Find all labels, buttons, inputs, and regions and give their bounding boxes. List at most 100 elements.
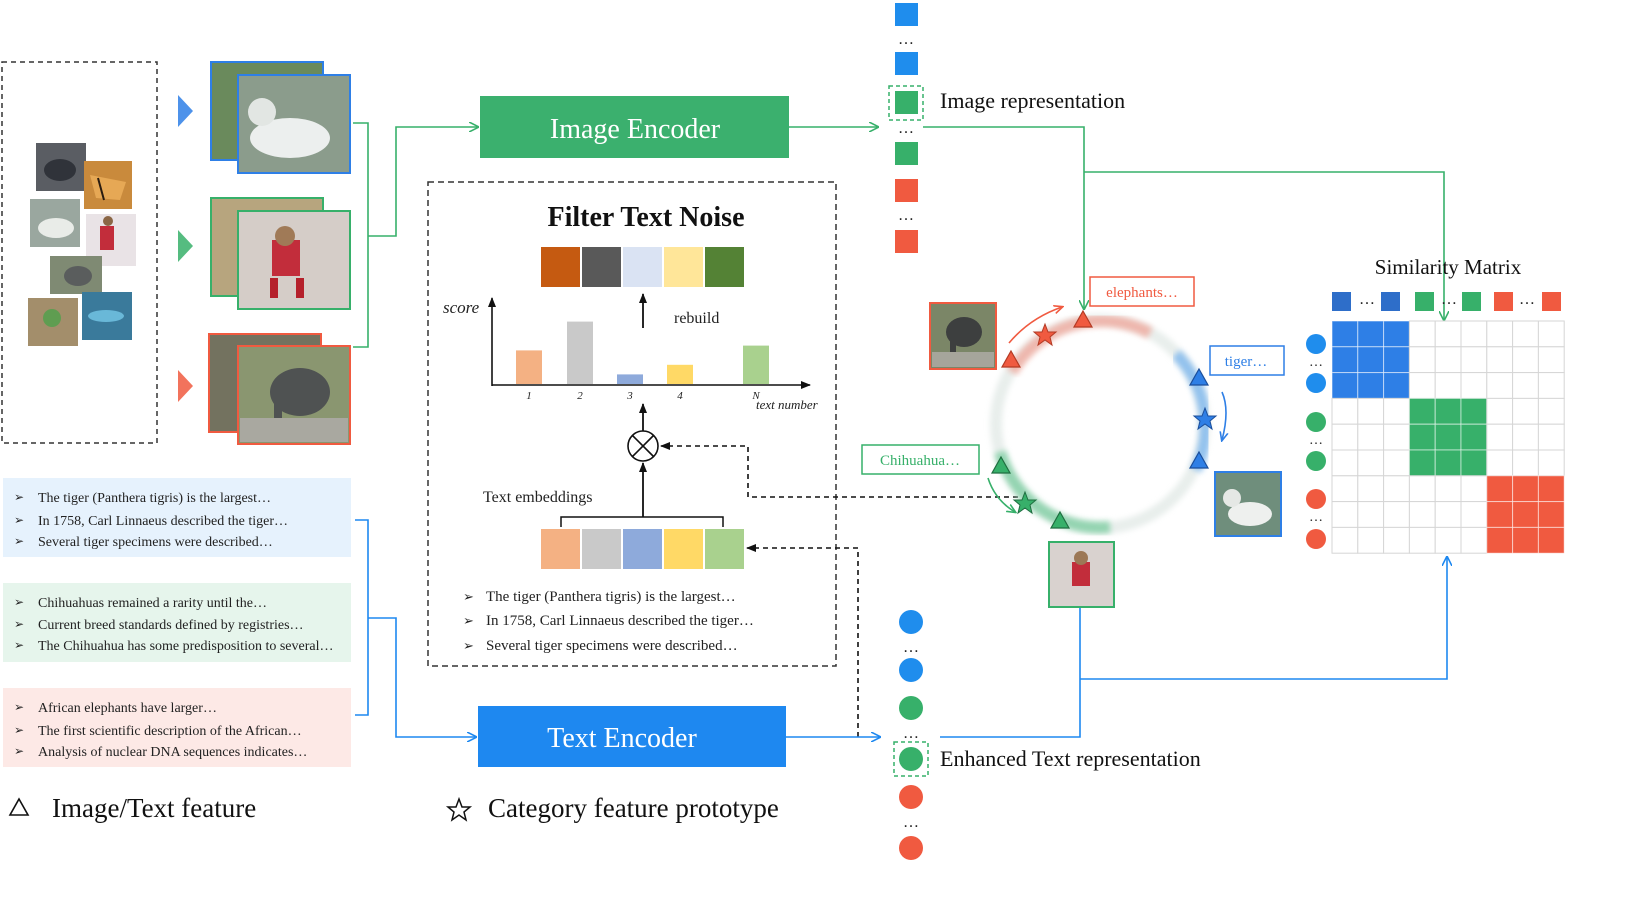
bullet-marker: ➢ (14, 513, 24, 527)
collage-photo-elephant (36, 143, 86, 191)
matrix-row-ellipsis: … (1309, 510, 1323, 525)
tiger-feature-triangle-icon (1188, 367, 1210, 386)
rebuild-strip (541, 247, 744, 287)
elephant-group-pointer-icon (178, 370, 193, 402)
text-group-line: Analysis of nuclear DNA sequences indica… (38, 745, 307, 760)
multiply-icon (627, 430, 659, 462)
matrix-cell (1408, 475, 1436, 503)
matrix-cell (1357, 320, 1385, 348)
score-tick-label: 2 (577, 390, 583, 402)
panel-bullet-1: The tiger (Panthera tigris) is the large… (486, 589, 736, 605)
similarity-matrix-grid (1331, 320, 1565, 554)
matrix-cell (1408, 501, 1436, 528)
rebuild-cell (623, 247, 662, 287)
text-group-elephant: ➢ African elephants have larger… ➢ The f… (3, 688, 351, 767)
matrix-cell (1357, 346, 1385, 374)
text-group-line: The Chihuahua has some predisposition to… (38, 639, 334, 654)
matrix-cell (1512, 526, 1539, 554)
matrix-cell (1537, 346, 1565, 374)
text-group-line: Several tiger specimens were described… (38, 535, 273, 550)
bullet-marker: ➢ (14, 490, 24, 504)
matrix-cell (1331, 372, 1359, 399)
matrix-cell (1486, 449, 1514, 477)
matrix-cell (1331, 449, 1359, 477)
matrix-cell (1460, 397, 1488, 425)
matrix-cell (1331, 526, 1359, 554)
score-bar (743, 345, 769, 384)
chihuahua-feature-triangle-icon (990, 455, 1012, 474)
matrix-cell (1383, 372, 1410, 399)
text-group-line: In 1758, Carl Linnaeus described the tig… (38, 514, 288, 529)
text-encoder: Text Encoder (478, 706, 786, 767)
bullet-marker: ➢ (14, 744, 24, 758)
image-col-ellipsis-3: … (898, 207, 914, 224)
matrix-cell (1537, 526, 1565, 554)
collage-photo-tiger (84, 161, 132, 209)
collage-photo-cartoon (28, 298, 78, 346)
matrix-cell (1408, 320, 1436, 348)
score-bar (667, 364, 693, 384)
text-representation-column: … … … (893, 610, 929, 860)
matrix-cell (1434, 346, 1462, 374)
matrix-cell (1460, 501, 1488, 528)
elephant-image-group (208, 333, 351, 445)
matrix-column-headers: … … … (1332, 291, 1561, 311)
panel-bullet-marker: ➢ (463, 613, 474, 628)
image-col-ellipsis-1: … (898, 31, 914, 48)
matrix-cell (1512, 372, 1539, 399)
matrix-cell (1460, 475, 1488, 503)
embedding-cell (582, 529, 621, 569)
matrix-cell (1460, 372, 1488, 399)
matrix-cell (1537, 423, 1565, 451)
elephants-label-text: elephants… (1106, 285, 1178, 301)
text-rep-to-circle-arrow (940, 608, 1081, 738)
text-group-line: Chihuahuas remained a rarity until the… (38, 596, 267, 611)
text-bracket-connector (355, 519, 476, 737)
image-rep-to-circle-arrow (923, 126, 1084, 309)
chihuahua-thumbnail (1048, 541, 1115, 608)
text-col-ellipsis-1: … (903, 639, 919, 656)
matrix-cell (1434, 397, 1462, 425)
bullet-marker: ➢ (14, 723, 24, 737)
matrix-cell (1434, 423, 1462, 451)
legend-prototype-label: Category feature prototype (488, 793, 779, 823)
chihuahua-cluster-arrow (987, 477, 1015, 512)
bullet-marker: ➢ (14, 700, 24, 714)
matrix-cell (1537, 397, 1565, 425)
elephant-feature-triangle-icon (1000, 349, 1022, 368)
matrix-cell (1537, 449, 1565, 477)
rebuild-label: rebuild (674, 310, 719, 327)
text-col-ellipsis-2: … (903, 725, 919, 742)
matrix-cell (1486, 372, 1514, 399)
matrix-cell (1486, 501, 1514, 528)
legend: Image/Text feature Category feature prot… (8, 793, 779, 823)
text-group-tiger: ➢ The tiger (Panthera tigris) is the lar… (3, 478, 351, 557)
bullet-marker: ➢ (14, 638, 24, 652)
text-embeddings-label: Text embeddings (483, 489, 593, 506)
score-bar (567, 321, 593, 384)
matrix-cell (1357, 501, 1385, 528)
matrix-cell (1383, 501, 1410, 528)
matrix-cell (1408, 372, 1436, 399)
elephant-thumbnail (929, 302, 997, 370)
prototype-to-multiply-arrow (660, 442, 1018, 498)
rebuild-cell (541, 247, 580, 287)
score-tick-label: 4 (677, 390, 683, 402)
image-representation-column: … … … (888, 3, 924, 253)
matrix-cell (1512, 320, 1539, 348)
tiger-image-group (210, 61, 351, 174)
image-collection (1, 61, 158, 444)
rebuild-cell (664, 247, 703, 287)
score-bar (617, 374, 643, 384)
feature-triangle-legend-icon (8, 797, 30, 816)
matrix-cell (1408, 397, 1436, 425)
rebuild-cell (582, 247, 621, 287)
text-encoder-label: Text Encoder (547, 723, 697, 754)
matrix-cell (1408, 526, 1436, 554)
image-encoder: Image Encoder (480, 96, 789, 158)
prototype-star-legend-icon (445, 796, 473, 822)
matrix-cell (1537, 372, 1565, 399)
tiger-thumbnail (1214, 471, 1282, 537)
matrix-cell (1357, 372, 1385, 399)
